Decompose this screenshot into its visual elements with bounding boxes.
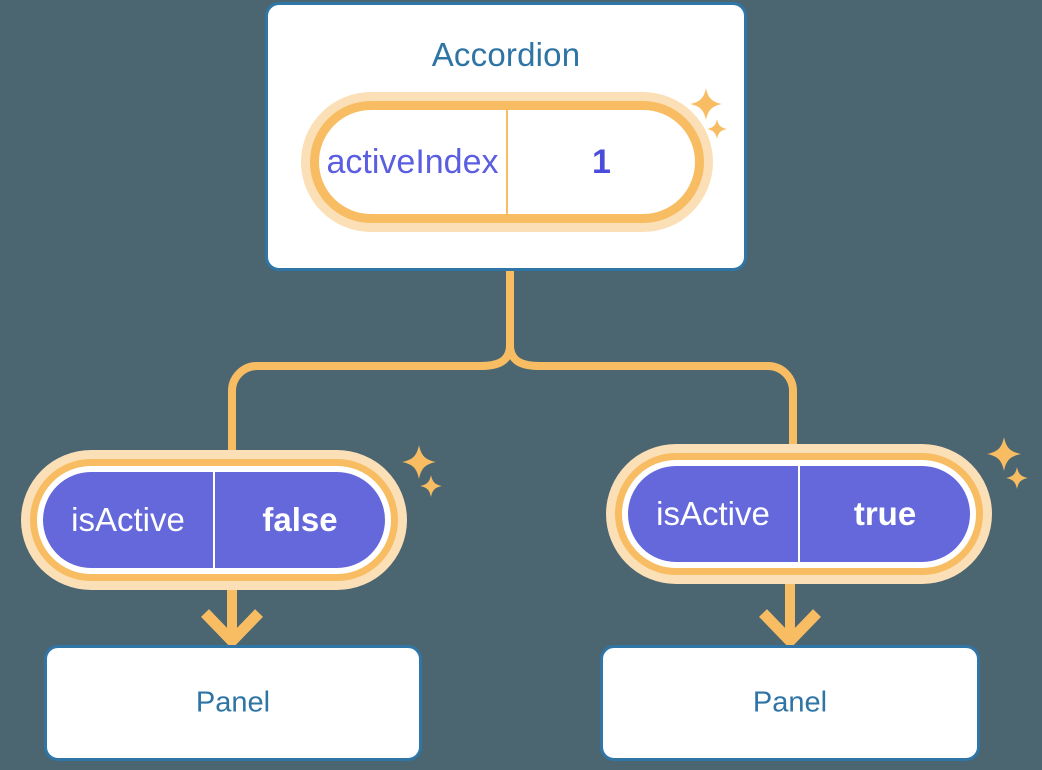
panel-label: Panel — [195, 686, 271, 719]
connector-branch-right — [506, 344, 797, 460]
component-node-panel-right[interactable]: Panel — [600, 645, 980, 761]
component-node-panel-left[interactable]: Panel — [44, 645, 422, 761]
state-badge-divider — [506, 110, 508, 214]
sparkle-icon — [401, 444, 437, 480]
state-badge-key: isActive — [656, 495, 770, 532]
page-title: Accordion — [431, 36, 581, 73]
connector-branch-left — [228, 344, 514, 466]
sparkle-icon — [1005, 466, 1029, 490]
state-badge-isactive-left[interactable]: isActive false — [37, 466, 391, 574]
state-badge-pill: isActive true — [622, 460, 976, 568]
state-badge-pill: activeIndex 1 — [310, 101, 704, 223]
state-badge-divider — [798, 466, 800, 562]
down-arrow-icon-right — [759, 572, 821, 649]
state-badge-key: isActive — [71, 501, 185, 538]
state-badge-value: true — [853, 495, 917, 532]
state-badge-isactive-right[interactable]: isActive true — [622, 460, 976, 568]
state-badge-key: activeIndex — [326, 142, 499, 181]
state-badge-activeindex[interactable]: activeIndex 1 — [310, 101, 704, 223]
state-badge-pill: isActive false — [37, 466, 391, 574]
sparkle-icon — [986, 436, 1022, 472]
panel-label: Panel — [752, 686, 828, 719]
state-badge-divider — [213, 472, 215, 568]
sparkle-icon — [419, 474, 443, 498]
state-badge-value: false — [262, 501, 338, 538]
sparkle-icon — [706, 118, 728, 140]
down-arrow-icon-left — [201, 578, 263, 649]
sparkle-icon — [689, 87, 723, 121]
state-badge-value: 1 — [592, 142, 611, 181]
